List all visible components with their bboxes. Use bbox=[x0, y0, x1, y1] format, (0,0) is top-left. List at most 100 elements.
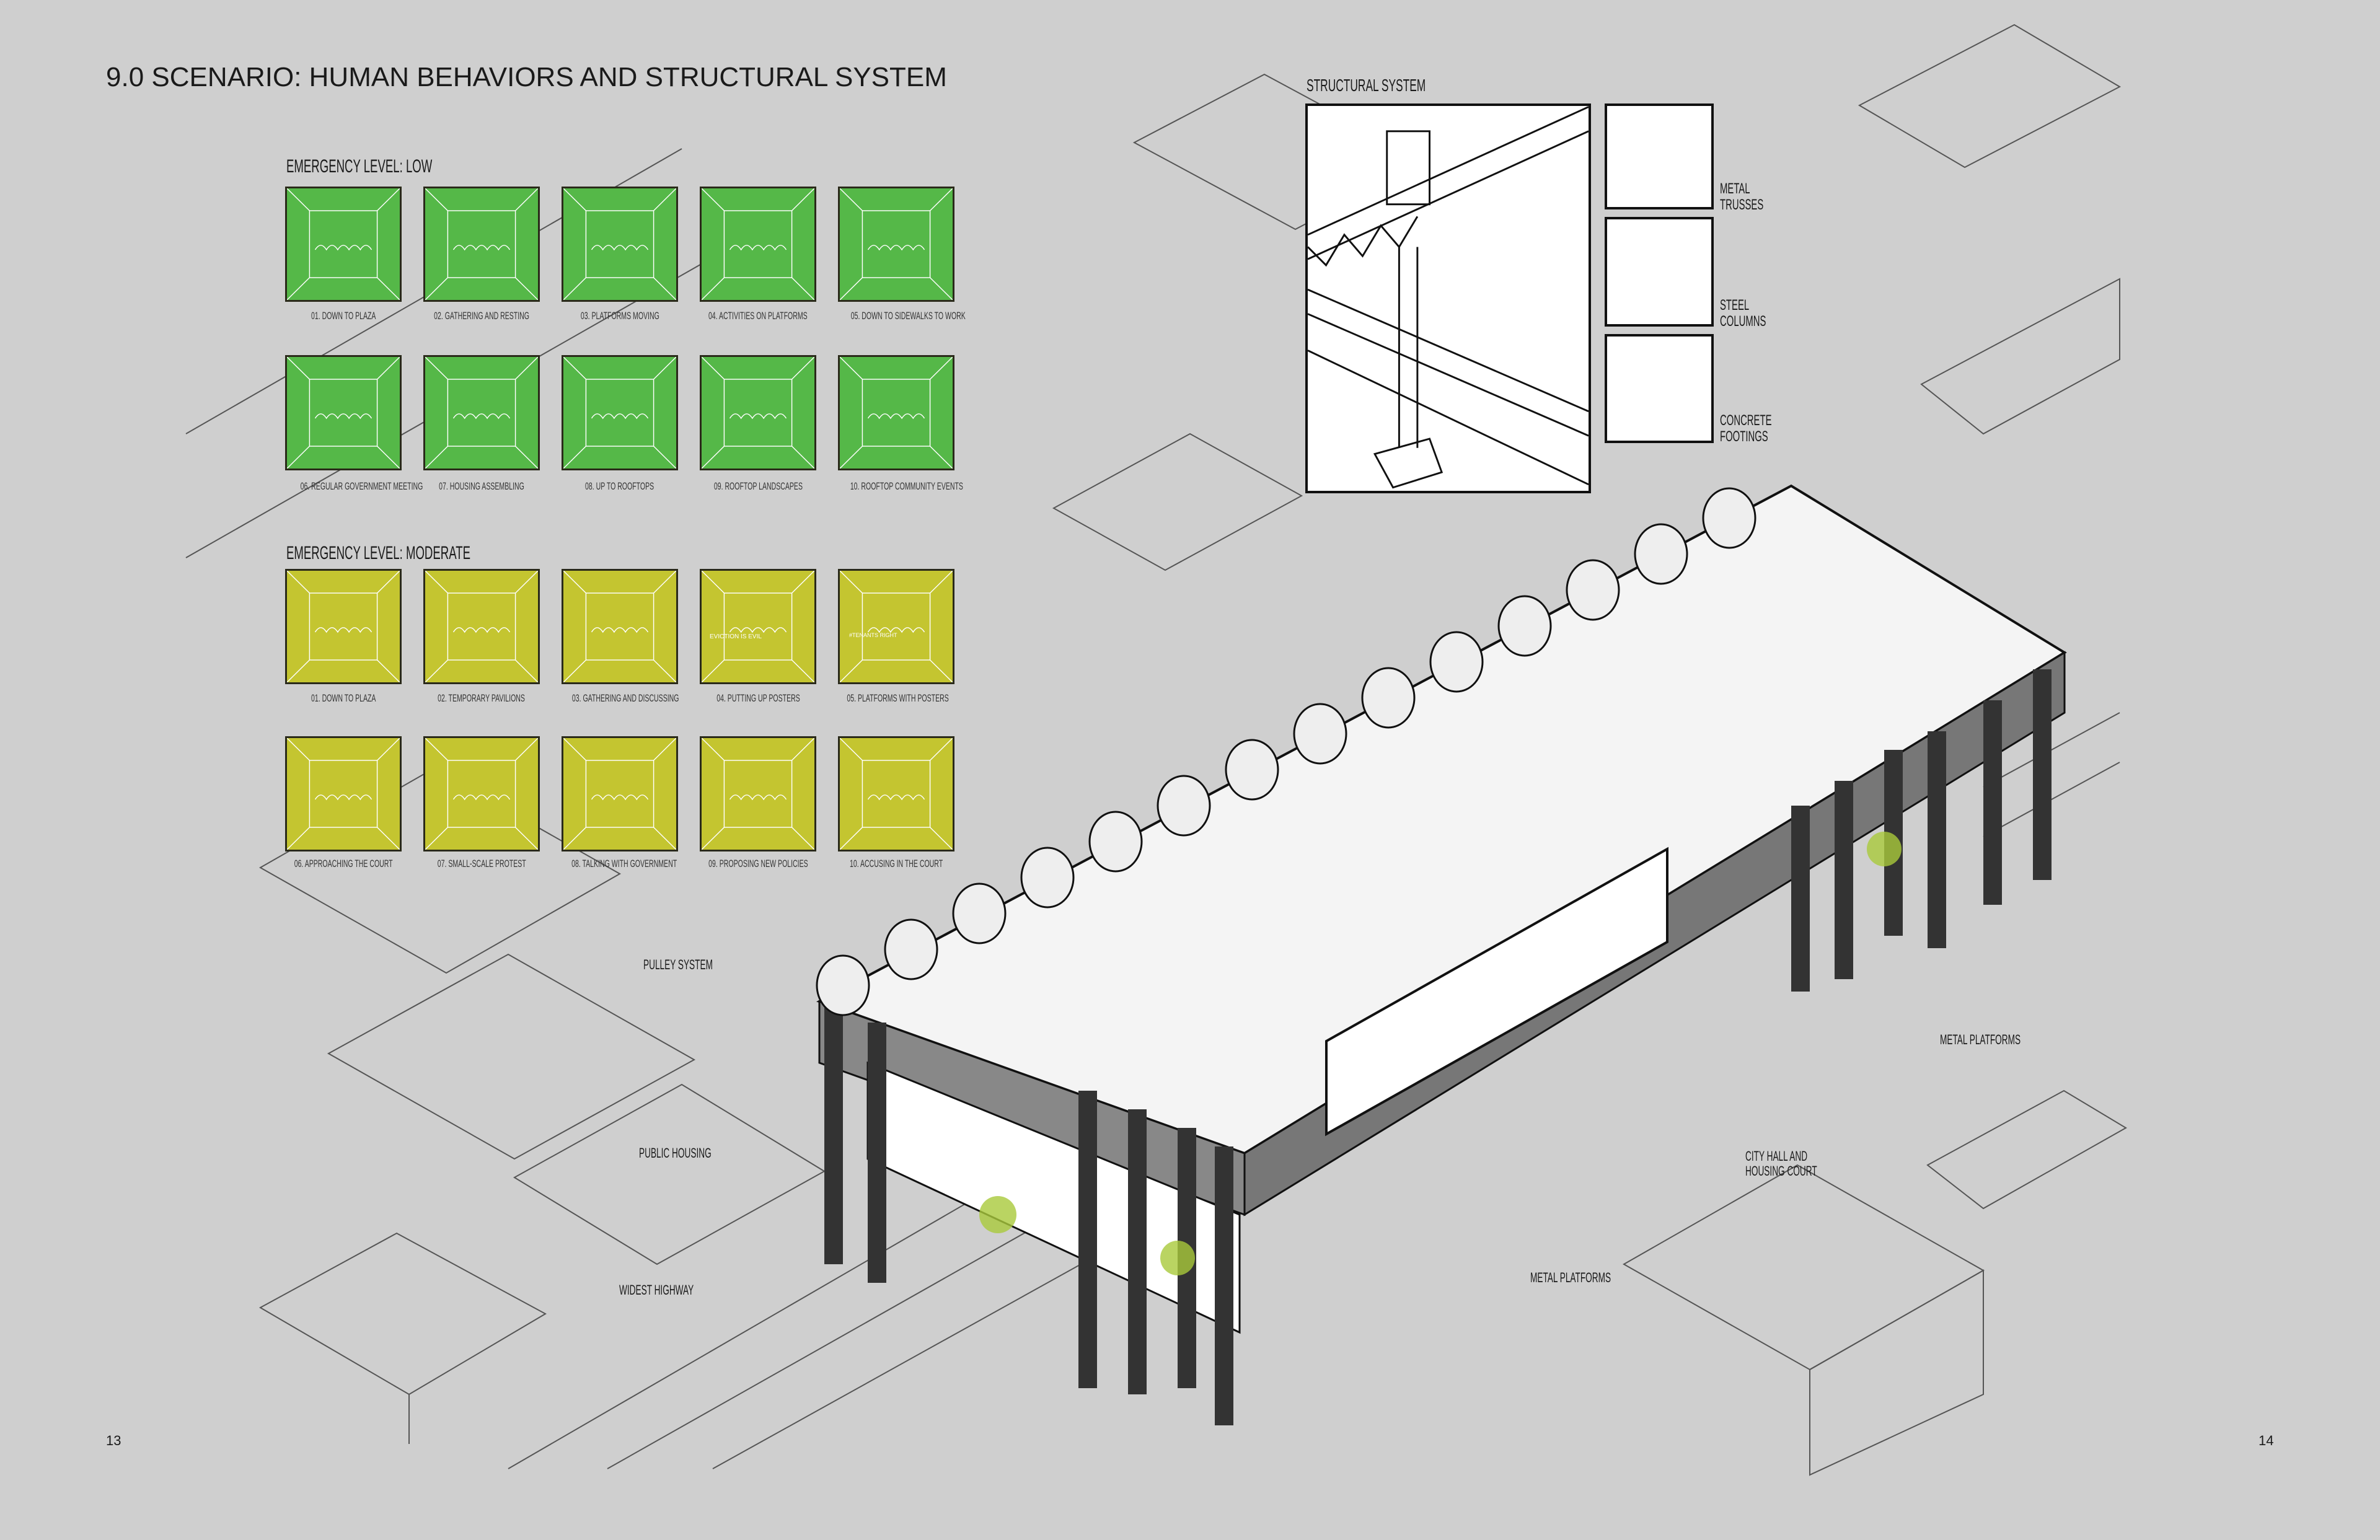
callout-pulley-system: PULLEY SYSTEM bbox=[643, 957, 756, 972]
scenario-caption: 07. HOUSING ASSEMBLING bbox=[401, 480, 562, 493]
scenario-caption: 09. PROPOSING NEW POLICIES bbox=[677, 858, 839, 870]
scenario-image bbox=[285, 736, 402, 851]
scenario-image bbox=[423, 187, 540, 302]
pulley-wheel bbox=[1225, 739, 1279, 801]
scenario-image bbox=[838, 355, 954, 470]
label-line: FOOTINGS bbox=[1720, 428, 1768, 445]
scenario-caption-text: 06. APPROACHING THE COURT bbox=[294, 858, 393, 869]
callout-public-housing: PUBLIC HOUSING bbox=[639, 1146, 756, 1161]
poster-text-tenants: #TENANTS RIGHT bbox=[849, 632, 897, 638]
scenario-image bbox=[838, 736, 954, 851]
scenario-caption: 01. DOWN TO PLAZA bbox=[263, 310, 424, 322]
scenario-caption: 02. GATHERING AND RESTING bbox=[401, 310, 562, 322]
metal-trusses-detail bbox=[1605, 103, 1714, 209]
structural-detail-main bbox=[1305, 103, 1591, 493]
pulley-wheel bbox=[1702, 487, 1756, 549]
scenario-caption: 10. ACCUSING IN THE COURT bbox=[816, 858, 977, 870]
scenario-image bbox=[423, 355, 540, 470]
scenario-image bbox=[700, 736, 816, 851]
pulley-wheel bbox=[1157, 775, 1211, 837]
megastructure bbox=[816, 484, 2067, 1425]
scenario-caption-text: 02. TEMPORARY PAVILIONS bbox=[438, 692, 526, 704]
truss-column-detail bbox=[1307, 106, 1589, 489]
page-number-left: 13 bbox=[106, 1433, 121, 1448]
scenario-caption: 02. TEMPORARY PAVILIONS bbox=[401, 692, 562, 705]
scenario-caption-text: 07. SMALL-SCALE PROTEST bbox=[437, 858, 526, 869]
scenario-image bbox=[562, 187, 678, 302]
pulley-wheel bbox=[1566, 559, 1620, 621]
scenario-caption-text: 02. GATHERING AND RESTING bbox=[434, 310, 529, 322]
scenario-caption-text: 05. DOWN TO SIDEWALKS TO WORK bbox=[850, 310, 966, 322]
scenario-image bbox=[423, 736, 540, 851]
scenario-caption-text: 08. TALKING WITH GOVERNMENT bbox=[571, 858, 677, 869]
pulley-wheel bbox=[1634, 523, 1688, 585]
scenario-caption: 08. TALKING WITH GOVERNMENT bbox=[539, 858, 700, 870]
emergency-low-label: EMERGENCY LEVEL: LOW bbox=[286, 156, 522, 177]
callout-text: WIDEST HIGHWAY bbox=[619, 1282, 694, 1298]
label-line: METAL bbox=[1720, 180, 1750, 197]
scenario-caption-text: 09. ROOFTOP LANDSCAPES bbox=[713, 480, 803, 492]
scenario-caption: 09. ROOFTOP LANDSCAPES bbox=[677, 480, 839, 493]
callout-metal-platforms-right: METAL PLATFORMS bbox=[1940, 1032, 2070, 1047]
pulley-wheel bbox=[884, 918, 938, 980]
scenario-image bbox=[838, 187, 954, 302]
scenario-caption: 04. PUTTING UP POSTERS bbox=[677, 692, 839, 705]
scenario-caption: 01. DOWN TO PLAZA bbox=[263, 692, 424, 705]
emergency-moderate-label: EMERGENCY LEVEL: MODERATE bbox=[286, 543, 583, 564]
pulley-wheel bbox=[1088, 811, 1143, 873]
scenario-caption-text: 09. PROPOSING NEW POLICIES bbox=[708, 858, 808, 869]
callout-text: PUBLIC HOUSING bbox=[639, 1145, 712, 1161]
scenario-image bbox=[700, 355, 816, 470]
scenario-image bbox=[700, 187, 816, 302]
scenario-caption-text: 08. UP TO ROOFTOPS bbox=[585, 480, 654, 492]
scenario-image bbox=[838, 569, 954, 684]
scenario-image bbox=[562, 569, 678, 684]
scenario-image bbox=[285, 187, 402, 302]
callout-text: METAL PLATFORMS bbox=[1530, 1270, 1611, 1285]
scenario-caption-text: 04. ACTIVITIES ON PLATFORMS bbox=[708, 310, 808, 322]
steel-columns-detail bbox=[1605, 217, 1714, 327]
callout-widest-highway: WIDEST HIGHWAY bbox=[619, 1283, 739, 1298]
scenario-caption-text: 03. GATHERING AND DISCUSSING bbox=[571, 692, 679, 704]
pulley-wheel bbox=[1429, 631, 1484, 693]
label-line: CONCRETE bbox=[1720, 412, 1772, 429]
scenario-caption-text: 10. ACCUSING IN THE COURT bbox=[849, 858, 943, 869]
poster-text-eviction: EVICTION IS EVIL bbox=[710, 633, 762, 640]
scenario-image bbox=[562, 736, 678, 851]
scenario-caption: 06. REGULAR GOVERNMENT MEETING bbox=[263, 480, 424, 493]
structural-system-label-text: STRUCTURAL SYSTEM bbox=[1307, 76, 1426, 95]
structural-system-label: STRUCTURAL SYSTEM bbox=[1307, 76, 1499, 95]
scenario-caption-text: 06. REGULAR GOVERNMENT MEETING bbox=[300, 480, 423, 492]
pulley-wheel bbox=[1293, 703, 1347, 765]
label-line: TRUSSES bbox=[1720, 196, 1764, 213]
scenario-image bbox=[285, 355, 402, 470]
scenario-caption: 03. GATHERING AND DISCUSSING bbox=[539, 692, 700, 705]
pulley-wheel bbox=[1497, 595, 1552, 657]
pulley-wheel bbox=[1020, 847, 1075, 909]
scenario-caption: 10. ROOFTOP COMMUNITY EVENTS bbox=[816, 480, 977, 493]
scenario-image bbox=[700, 569, 816, 684]
page-title: 9.0 SCENARIO: HUMAN BEHAVIORS AND STRUCT… bbox=[106, 62, 947, 92]
pulley-wheel bbox=[952, 882, 1007, 944]
scenario-caption-text: 01. DOWN TO PLAZA bbox=[311, 692, 376, 704]
pulley-wheel bbox=[1361, 667, 1416, 729]
callout-text: METAL PLATFORMS bbox=[1940, 1032, 2021, 1047]
scenario-caption-text: 07. HOUSING ASSEMBLING bbox=[439, 480, 524, 492]
scenario-image bbox=[285, 569, 402, 684]
callout-metal-platforms: METAL PLATFORMS bbox=[1530, 1270, 1660, 1285]
scenario-caption-text: 01. DOWN TO PLAZA bbox=[311, 310, 376, 322]
scenario-caption: 04. ACTIVITIES ON PLATFORMS bbox=[677, 310, 839, 322]
emergency-moderate-label-text: EMERGENCY LEVEL: MODERATE bbox=[286, 543, 470, 563]
scenario-caption: 05. DOWN TO SIDEWALKS TO WORK bbox=[816, 310, 977, 322]
scenario-caption: 03. PLATFORMS MOVING bbox=[539, 310, 700, 322]
scenario-image bbox=[562, 355, 678, 470]
pulley-wheel bbox=[816, 954, 870, 1016]
scenario-caption: 05. PLATFORMS WITH POSTERS bbox=[816, 692, 977, 705]
callout-text: HOUSING COURT bbox=[1745, 1163, 1817, 1179]
label-line: COLUMNS bbox=[1720, 313, 1766, 330]
